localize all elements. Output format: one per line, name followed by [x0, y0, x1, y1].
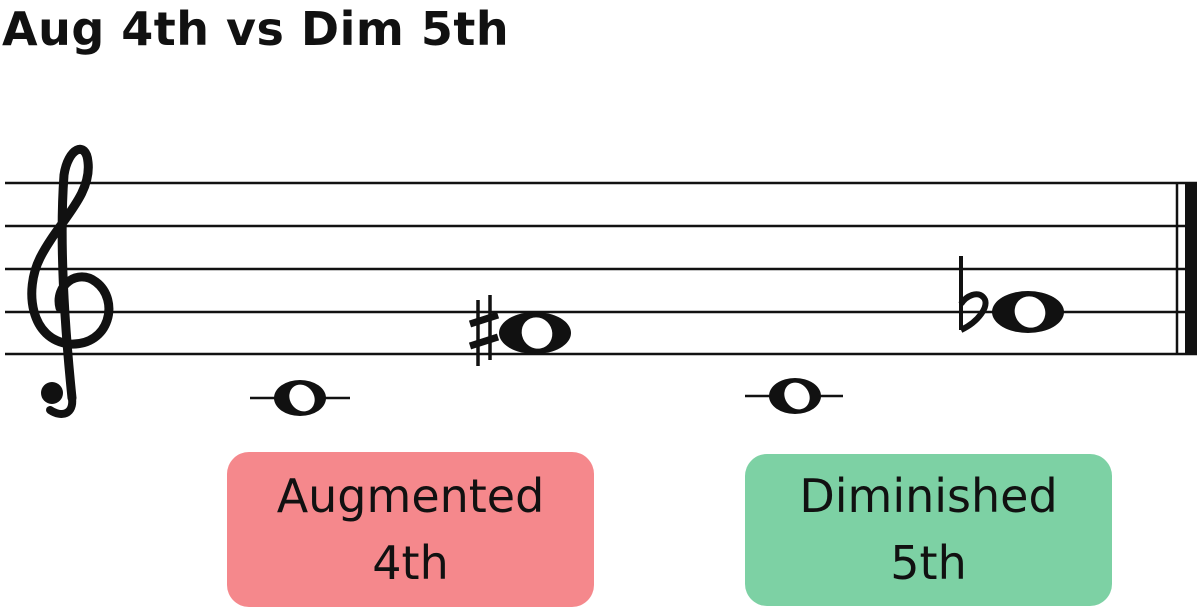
diminished-label-line-1: Diminished [799, 469, 1058, 524]
diminished-label-line-2: 5th [890, 536, 967, 590]
augmented-label-line-1: Augmented [276, 468, 545, 523]
page-title: Aug 4th vs Dim 5th [2, 2, 510, 56]
note-fsharp4-whole [468, 295, 571, 366]
treble-clef-icon [27, 144, 114, 418]
note-c4-whole-1 [250, 380, 350, 416]
augmented-4th-label: Augmented 4th [227, 452, 594, 607]
flat-icon [958, 256, 989, 333]
augmented-label-line-2: 4th [372, 535, 449, 590]
staff-lines [5, 181, 1197, 356]
final-barline [1175, 183, 1197, 355]
note-c4-whole-2 [745, 378, 843, 414]
note-gflat4-whole [958, 256, 1064, 333]
diminished-5th-label: Diminished 5th [745, 454, 1112, 606]
sharp-icon [468, 295, 500, 366]
